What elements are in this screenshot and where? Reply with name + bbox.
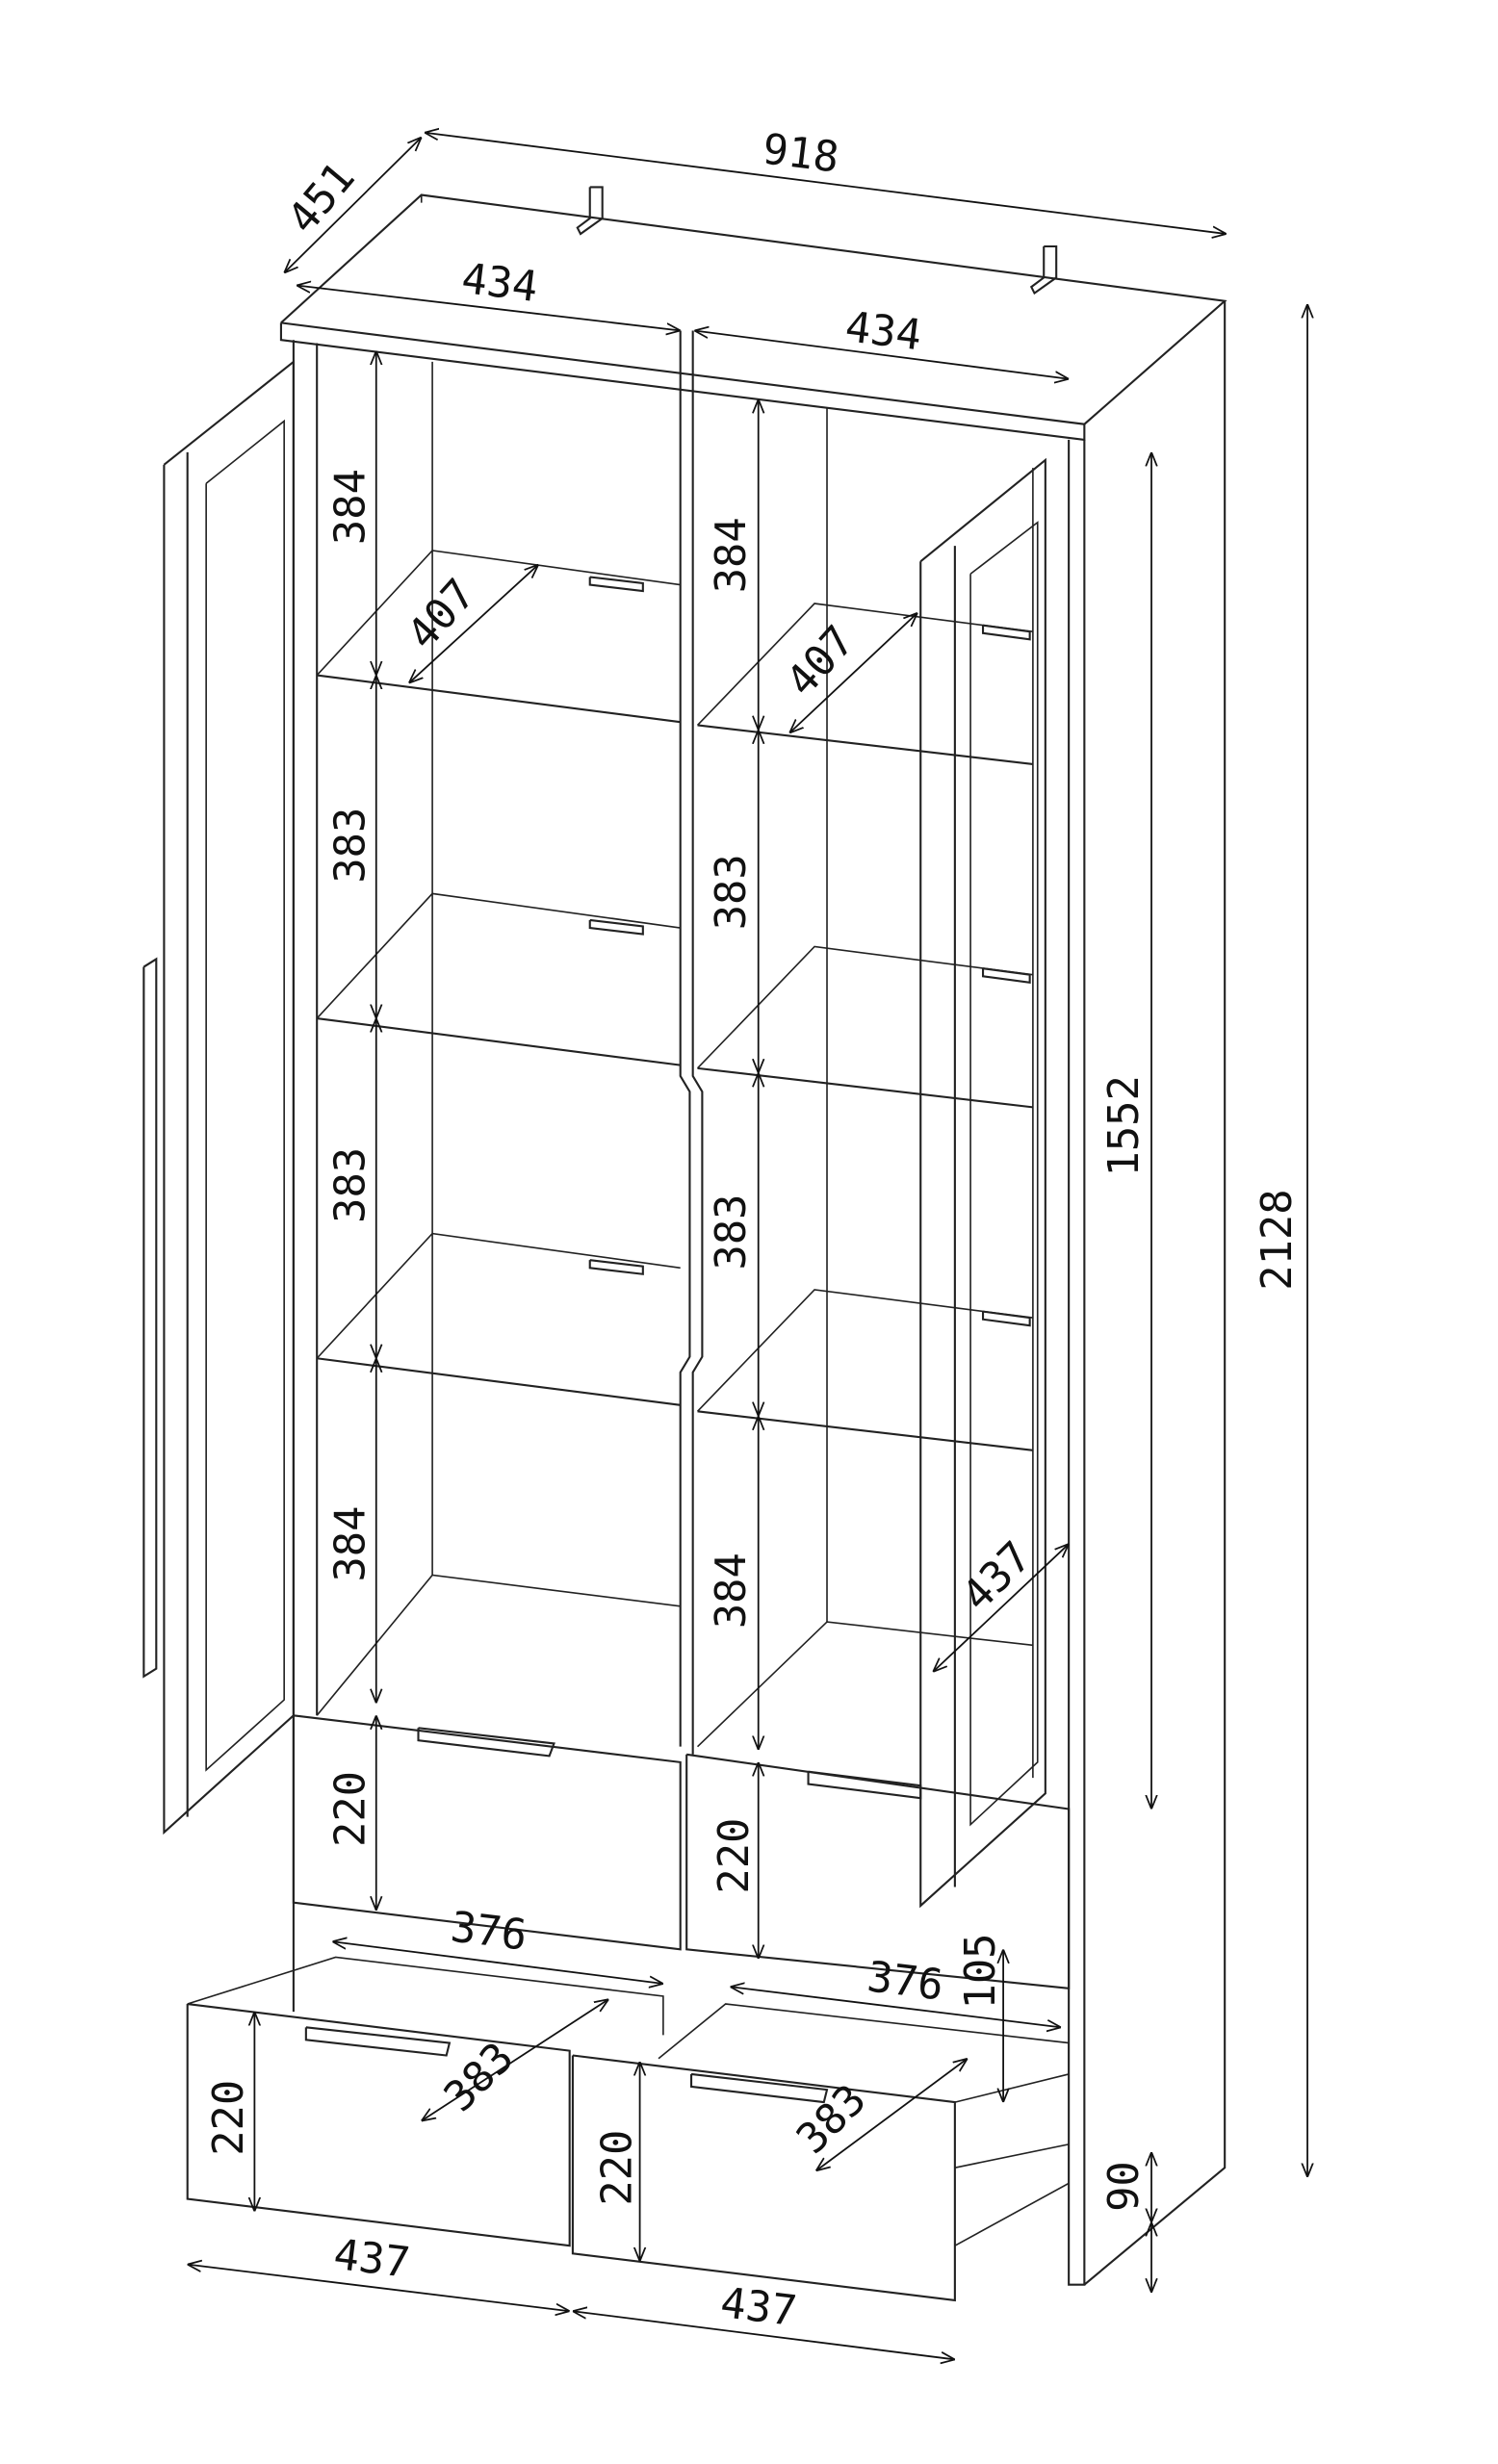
label-shelf-depth-left: 407 [398,570,485,659]
top-panel [280,193,1227,425]
right-door-outer [919,457,1046,1909]
label-plinth-height: 90 [1099,2161,1149,2212]
drawer-handle [417,1727,555,1758]
label-lower-drawer-left: 220 [204,2080,253,2156]
wall-bracket-right [1029,244,1058,295]
shelf-support [588,1259,644,1275]
dim-line-compartment-left [297,286,681,331]
dimension-labels: 918 451 434 434 384 383 383 384 384 383 … [204,124,1302,2336]
upper-drawer-left [292,1714,682,1951]
right-shelf-front [697,724,1034,765]
label-drawer-front-left: 437 [331,2230,413,2288]
upper-drawer-right [685,1753,1071,1989]
dim-line-drawer-inner-left [332,1941,662,1984]
dimension-lines [188,133,1307,2360]
right-side-front [1068,439,1086,2286]
dim-line-overall-depth [284,138,422,273]
shelf-support [588,918,644,936]
right-side-back [1083,300,1227,2286]
left-shelf-back [316,550,681,677]
left-shelf-back [316,1232,681,1359]
dim-line-overall-width [425,133,1227,234]
right-door-glass [969,521,1039,1827]
left-bottom-panel [316,1574,681,1716]
label-upper-drawer-right: 220 [710,1818,759,1894]
label-drawer-inner-left: 376 [448,1903,529,1961]
dim-line-drawer-depth-left [422,1999,608,2120]
label-lower-drawer-right: 220 [593,2130,642,2206]
label-drawer-side-height: 105 [956,1934,1005,2010]
label-right-384-bottom: 384 [707,1553,756,1629]
label-overall-depth: 451 [278,153,365,243]
shelf-support [981,624,1031,641]
right-shelf-back [696,945,1033,1069]
right-shelf-back [696,1289,1033,1412]
label-compartment-width-right: 434 [842,302,924,360]
right-shelf-back [696,603,1033,726]
left-shelf-front [317,1357,681,1406]
label-left-384-top: 384 [325,469,374,545]
label-left-384-bottom: 384 [325,1506,374,1582]
top-panel-edge [279,322,1086,442]
label-right-383-b: 383 [707,1194,756,1270]
lower-drawer-right-box [658,2003,1070,2103]
dim-line-drawer-front-left [188,2265,570,2312]
label-left-383-a: 383 [325,808,374,884]
label-door-depth: 437 [953,1532,1042,1621]
label-compartment-width-left: 434 [459,254,541,312]
dim-line-compartment-right [694,330,1069,378]
left-door-glass [205,419,285,1772]
center-divider-right [691,330,704,1755]
shelf-support [981,1310,1031,1327]
drawer-handle [304,2026,452,2057]
label-overall-width: 918 [760,124,841,182]
label-right-383-a: 383 [707,854,756,930]
left-door-outer [163,359,295,1835]
dim-line-shelf-depth-left [409,565,538,683]
label-drawer-front-right: 437 [718,2278,800,2336]
left-door-handle [142,957,158,1679]
dim-line-drawer-front-right [573,2311,955,2359]
label-right-384-top: 384 [707,517,756,593]
dim-line-shelf-depth-right [789,613,917,733]
label-upper-height: 1552 [1099,1075,1149,1176]
right-shelf-front [697,1066,1034,1109]
label-upper-drawer-left: 220 [325,1771,374,1847]
center-divider-left [679,330,691,1747]
label-left-383-b: 383 [325,1147,374,1223]
left-shelf-front [317,674,681,724]
lower-drawer-left-box [187,1956,664,2036]
right-shelf-front [697,1410,1034,1451]
wall-bracket-left [576,186,604,236]
dim-line-door-depth [933,1544,1069,1672]
label-drawer-inner-right: 376 [865,1952,946,2010]
left-shelf-back [316,892,681,1019]
label-overall-height: 2128 [1253,1189,1302,1290]
dim-line-drawer-depth-right [816,2059,968,2171]
shelf-support [588,576,644,593]
shelf-support [981,967,1031,984]
left-shelf-front [317,1016,681,1066]
cabinet-outline [142,186,1227,2302]
drawer-runner [954,2143,1070,2246]
right-bottom-panel [696,1621,1033,1748]
drawer-handle [807,1770,922,1800]
label-drawer-depth-right: 383 [788,2075,876,2164]
